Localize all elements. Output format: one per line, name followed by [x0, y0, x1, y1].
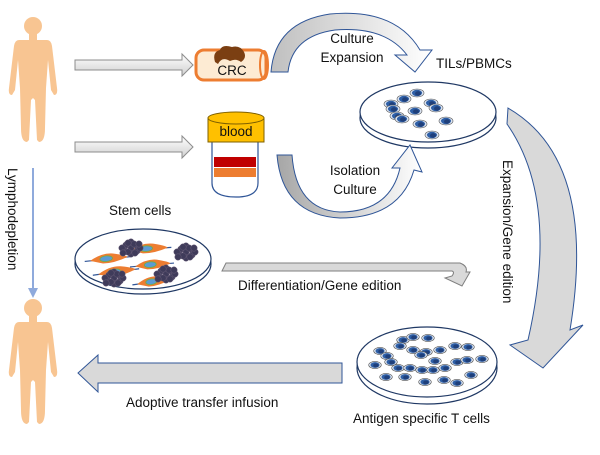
expansion-label: Expansion — [320, 50, 383, 65]
cell-colony — [153, 264, 179, 284]
crc-label: CRC — [217, 63, 246, 78]
adoptive-transfer-arrow — [77, 353, 343, 394]
person-icon — [8, 17, 58, 142]
isolation-label: Isolation — [330, 163, 380, 178]
cell — [428, 103, 444, 113]
culture-label: Culture — [330, 31, 374, 46]
cell — [414, 351, 428, 359]
cell — [426, 366, 440, 374]
lymphodepletion-label: Lymphodepletion — [5, 168, 20, 270]
cell — [464, 371, 478, 379]
person-icon — [8, 299, 58, 424]
culture2-label: Culture — [333, 182, 377, 197]
cell — [450, 379, 464, 387]
cell — [396, 94, 412, 104]
cell — [424, 130, 440, 140]
cell — [415, 366, 429, 374]
petri-dish-tils — [359, 81, 497, 149]
stem-cells-label: Stem cells — [109, 203, 172, 218]
expansion-gene-edition-arrow — [506, 107, 584, 369]
petri-dish-antigen-specific — [356, 326, 498, 405]
cell — [421, 334, 435, 342]
cell — [412, 119, 428, 129]
isolation-culture-arrow — [276, 144, 423, 219]
cell — [373, 347, 387, 355]
blood-label: blood — [219, 124, 252, 139]
crc-tissue-tube: CRC — [194, 46, 269, 82]
lymphodepletion-arrow — [28, 168, 38, 298]
adoptive-transfer-label: Adoptive transfer infusion — [126, 395, 278, 410]
patient-figure-bottom — [8, 299, 58, 424]
cell — [393, 342, 407, 350]
cell-colony — [101, 268, 127, 288]
cell-colony — [118, 238, 144, 258]
cell — [409, 88, 425, 98]
cell — [438, 364, 452, 372]
cell — [396, 336, 410, 344]
cell — [475, 355, 489, 363]
patient-figure-top — [8, 17, 58, 142]
cell — [448, 342, 462, 350]
stem-cell — [84, 253, 132, 264]
cell — [368, 361, 382, 369]
cell-cluster — [383, 88, 454, 140]
cell — [406, 346, 420, 354]
cell — [461, 343, 475, 351]
cell — [380, 352, 394, 360]
stem-cell-group — [84, 238, 199, 288]
blood-sample-tube: blood — [207, 111, 265, 198]
differentiation-label: Differentiation/Gene edition — [238, 278, 401, 293]
cell — [418, 378, 432, 386]
cell — [428, 357, 442, 365]
cell — [398, 373, 412, 381]
cell — [384, 358, 398, 366]
arrow-to-blood — [74, 134, 194, 160]
cell — [394, 114, 410, 124]
cell — [460, 356, 474, 364]
cell — [406, 333, 420, 341]
cell — [391, 364, 405, 372]
culture-expansion-arrow — [270, 12, 434, 73]
cell — [437, 376, 451, 384]
cell — [379, 373, 393, 381]
tils-pbmcs-label: TILs/PBMCs — [436, 56, 512, 71]
cell — [438, 116, 454, 126]
expansion-gene-edition-label: Expansion/Gene edition — [500, 160, 515, 303]
arrow-to-crc — [74, 52, 194, 78]
antigen-specific-label: Antigen specific T cells — [353, 411, 490, 426]
petri-dish-stem-cells — [74, 228, 212, 295]
stem-cell — [129, 259, 175, 270]
cell — [403, 364, 417, 372]
differentiation-arrow — [221, 262, 471, 287]
cell — [433, 346, 447, 354]
cell — [407, 106, 423, 116]
cell-colony — [173, 242, 199, 262]
cell — [450, 358, 464, 366]
tumor-mass — [214, 46, 245, 64]
cell-cluster — [368, 333, 489, 387]
